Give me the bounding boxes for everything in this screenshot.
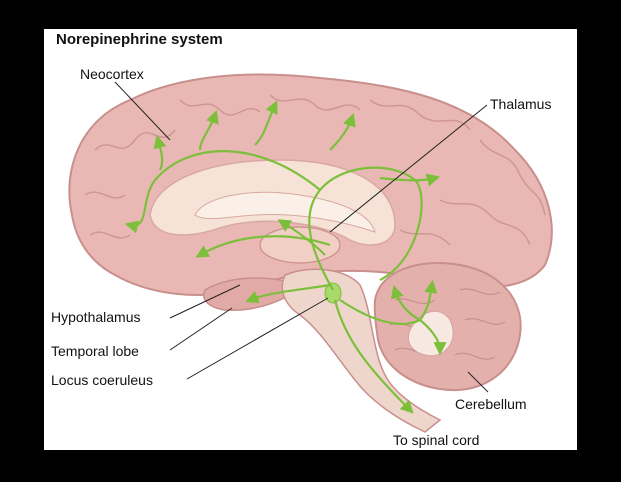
lateral-ventricle (194, 191, 376, 233)
pathway-cerebellum-2 (419, 319, 447, 356)
brainstem (281, 268, 442, 433)
pathway-frontal (124, 150, 321, 234)
locus-coeruleus-node (324, 282, 342, 304)
leader-lines (114, 81, 489, 393)
label-thalamus: Thalamus (490, 96, 552, 112)
diagram-title: Norepinephrine system (56, 31, 223, 48)
label-temporal-lobe: Temporal lobe (51, 343, 139, 359)
pathway-up-3 (329, 112, 356, 151)
pathway-hypothalamus (195, 235, 331, 258)
pathway-up-2 (254, 100, 278, 146)
norepinephrine-pathways (124, 100, 447, 414)
pathway-cortex-arc (308, 166, 423, 291)
pathway-occipital (379, 173, 441, 187)
label-spinal-cord: To spinal cord (393, 432, 480, 448)
pathway-spinal (333, 299, 414, 414)
pathway-up-1 (198, 109, 219, 151)
pathway-thalamus (277, 219, 326, 256)
pathway-cerebellum-3 (390, 284, 421, 321)
gyri-texture (84, 94, 546, 246)
label-neocortex: Neocortex (80, 66, 144, 82)
pathway-anterior-1 (153, 134, 167, 171)
label-hypothalamus: Hypothalamus (51, 309, 141, 325)
pathway-temporal (245, 283, 331, 304)
label-locus-coeruleus: Locus coeruleus (51, 372, 153, 388)
label-cerebellum: Cerebellum (455, 396, 527, 412)
